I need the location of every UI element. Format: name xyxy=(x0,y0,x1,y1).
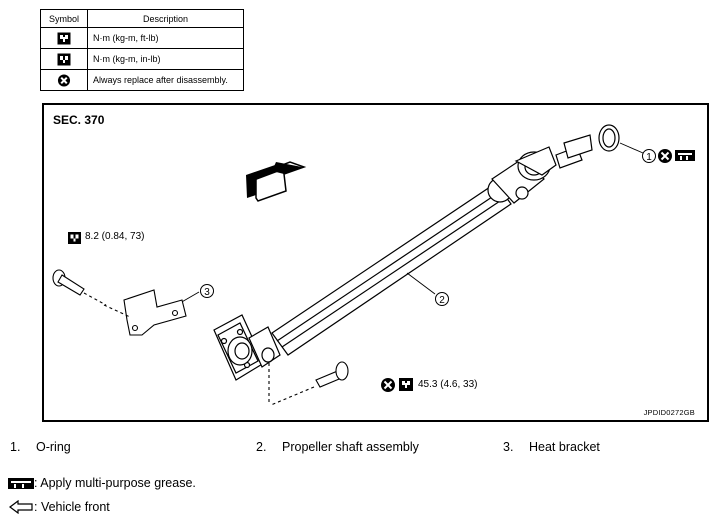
flange-bolt-torque: 45.3 (4.6, 33) xyxy=(418,379,478,390)
part-3-num: 3. xyxy=(503,440,514,454)
vehicle-front-icon xyxy=(9,500,33,514)
flange-bolt xyxy=(268,361,349,406)
bracket-bolt xyxy=(52,269,107,306)
callout-1-text: 1 xyxy=(646,152,652,163)
callout-2-text: 2 xyxy=(439,295,445,306)
heat-bracket xyxy=(103,289,187,336)
torque-wrench-icon-flange xyxy=(399,378,413,391)
part-3-name: Heat bracket xyxy=(529,440,600,454)
symbol-desc-ft-lb: N·m (kg-m, ft-lb) xyxy=(87,27,244,49)
callout-3: 3 xyxy=(200,284,214,298)
grease-icon xyxy=(675,150,695,161)
callout-3-text: 3 xyxy=(204,287,210,298)
callout-2: 2 xyxy=(435,292,449,306)
grease-note: : Apply multi-purpose grease. xyxy=(8,476,196,490)
diagram-code: JPDID0272GB xyxy=(643,408,695,417)
diagram-frame: SEC. 370 JPDID0272GB xyxy=(42,103,709,422)
part-2: 2. Propeller shaft assembly xyxy=(256,440,419,454)
part-3: 3. Heat bracket xyxy=(503,440,600,454)
callout-1: 1 xyxy=(642,149,656,163)
shaft-tube xyxy=(271,182,512,356)
description-header: Description xyxy=(87,9,244,28)
front-flange xyxy=(213,314,281,381)
part-1-num: 1. xyxy=(10,440,21,454)
part-2-num: 2. xyxy=(256,440,267,454)
part-2-name: Propeller shaft assembly xyxy=(282,440,419,454)
propeller-shaft-drawing: 1 2 3 xyxy=(52,124,695,406)
section-label: SEC. 370 xyxy=(53,113,105,127)
torque-wrench-small-icon-bracket xyxy=(68,232,81,244)
replace-icon-o-ring xyxy=(658,149,672,163)
symbol-desc-in-lb: N·m (kg-m, in-lb) xyxy=(87,48,244,70)
grease-note-text: : Apply multi-purpose grease. xyxy=(34,476,196,490)
torque-wrench-small-icon xyxy=(57,53,71,65)
torque-wrench-icon xyxy=(57,32,71,44)
replace-icon-flange-bolt xyxy=(381,378,395,392)
part-1: 1. O-ring xyxy=(10,440,71,454)
vehicle-front-arrow-icon xyxy=(246,161,307,202)
bracket-bolt-torque: 8.2 (0.84, 73) xyxy=(85,231,145,242)
grease-icon xyxy=(8,477,34,489)
vehicle-front-note-text: : Vehicle front xyxy=(34,500,110,514)
always-replace-icon xyxy=(57,73,71,87)
symbol-table: Symbol Description N·m (kg-m, ft-lb) N·m… xyxy=(40,9,244,91)
symbol-header: Symbol xyxy=(40,9,88,28)
part-1-name: O-ring xyxy=(36,440,71,454)
symbol-desc-replace: Always replace after disassembly. xyxy=(87,69,244,91)
rear-yoke xyxy=(487,134,593,204)
o-ring xyxy=(598,124,620,152)
vehicle-front-note: : Vehicle front xyxy=(8,500,110,514)
